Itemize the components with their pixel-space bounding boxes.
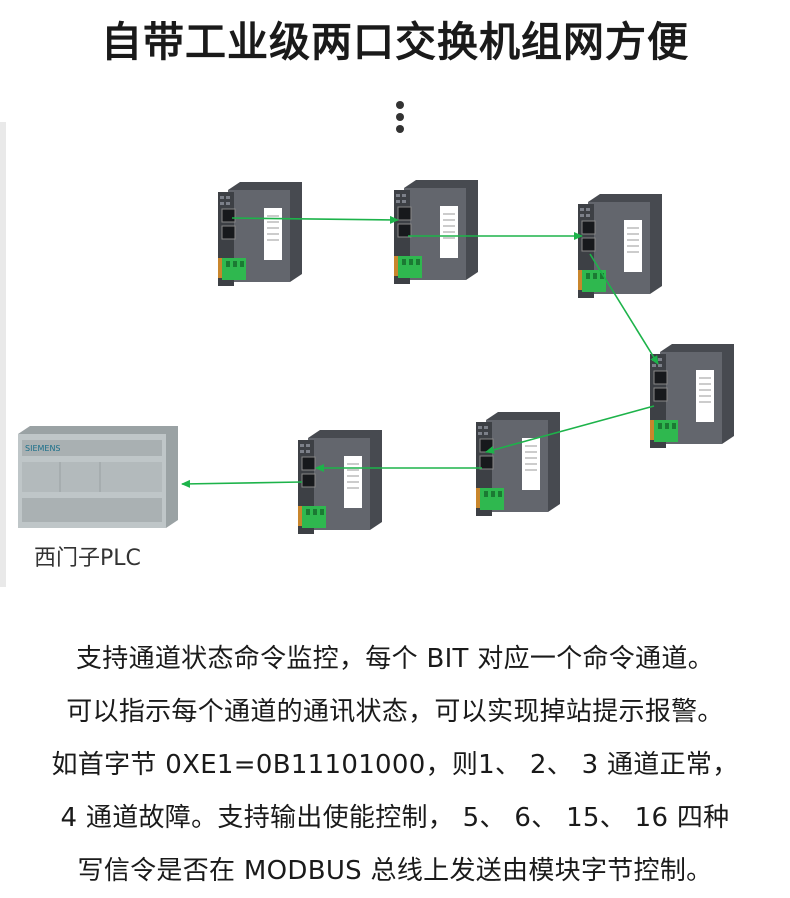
description-line: 如首字节 0XE1=0B11101000，则1、 2、 3 通道正常，: [51, 750, 739, 780]
link-1-2: [231, 215, 399, 224]
link-3-4: [589, 253, 659, 365]
io-module-4: [649, 343, 735, 449]
description-line: 可以指示每个通道的通讯状态，可以实现掉站提示报警。: [66, 697, 724, 727]
io-module-2: [393, 179, 479, 285]
io-module-3: [577, 193, 663, 299]
plc-brand: SIEMENS: [25, 444, 61, 453]
io-module-6: [297, 429, 383, 535]
page-title: 自带工业级两口交换机组网方便: [101, 18, 689, 66]
description-line: 支持通道状态命令监控，每个 BIT 对应一个命令通道。: [75, 644, 715, 674]
description-text: 支持通道状态命令监控，每个 BIT 对应一个命令通道。 可以指示每个通道的通讯状…: [0, 633, 790, 898]
description-line: 4 通道故障。支持输出使能控制， 5、 6、 15、 16 四种: [60, 803, 730, 833]
plc-label: 西门子PLC: [34, 546, 141, 571]
io-module-5: [475, 411, 561, 517]
link-6-plc: [181, 479, 303, 488]
siemens-plc: SIEMENS: [18, 426, 178, 528]
io-module-1: [217, 181, 303, 287]
ethernet-links: [181, 215, 659, 488]
more-dots-icon: [396, 101, 406, 137]
left-edge-strip: [0, 122, 6, 587]
description-line: 写信令是否在 MODBUS 总线上发送由模块字节控制。: [77, 856, 713, 886]
link-4-5: [485, 405, 655, 454]
